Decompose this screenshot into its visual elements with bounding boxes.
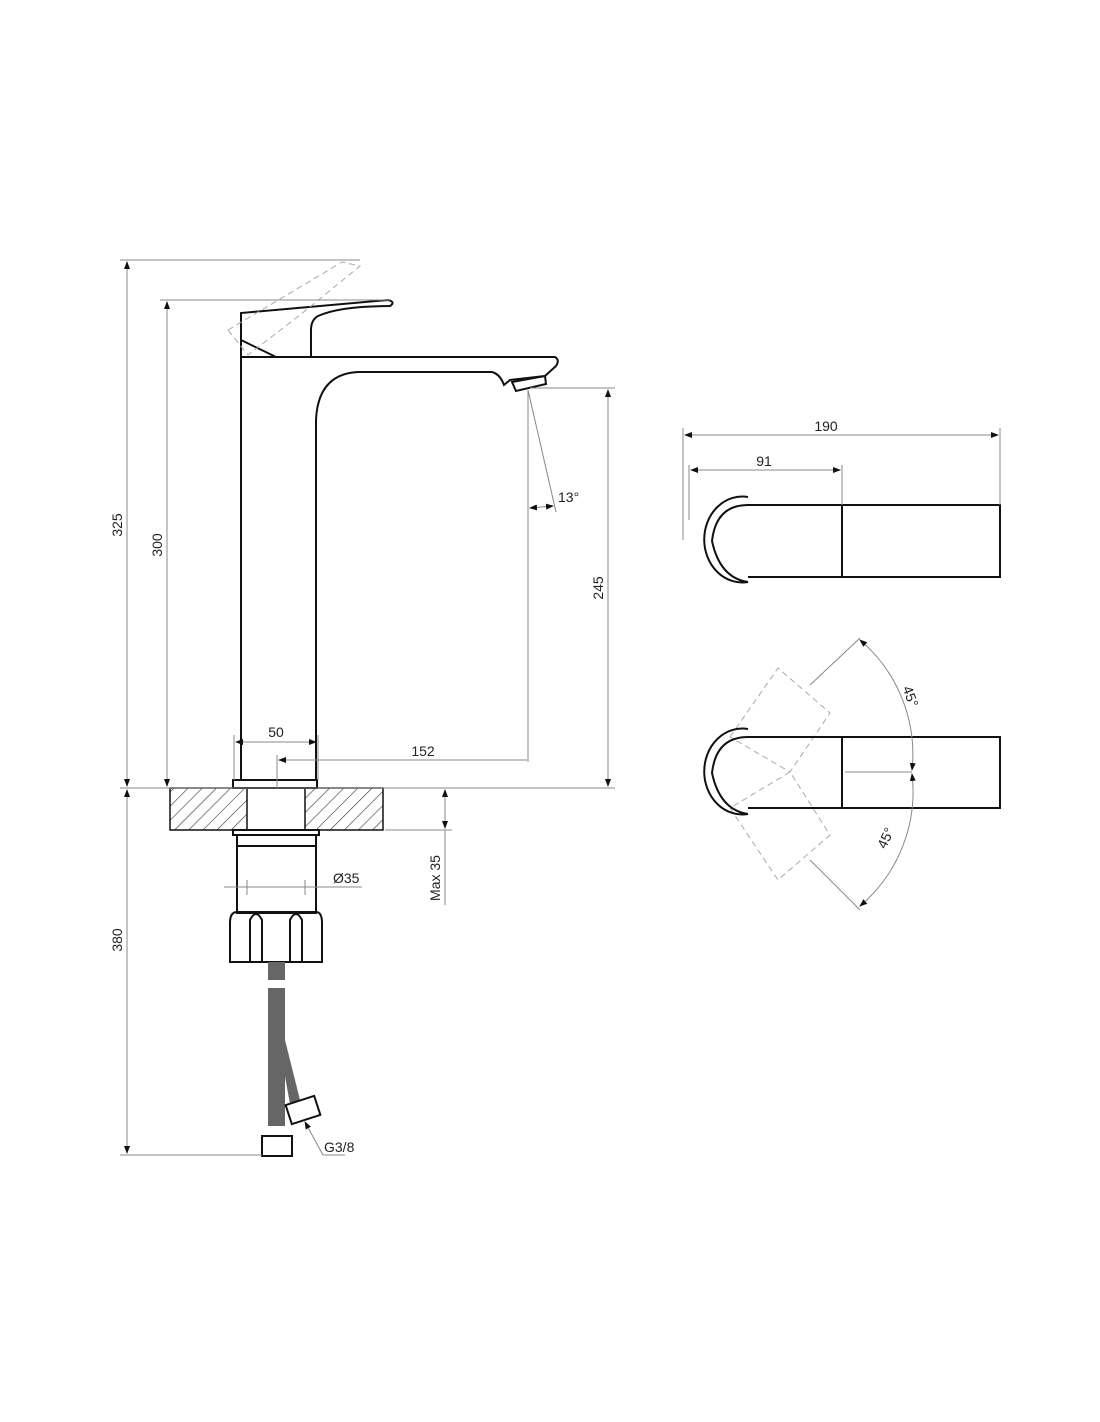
dim-rotation-down: 45° — [874, 825, 897, 851]
dimension-lines — [120, 259, 615, 1156]
dim-spout-angle: 13° — [558, 489, 579, 505]
dim-rotation-up: 45° — [900, 684, 922, 709]
dim-handle-length: 91 — [756, 453, 772, 469]
dim-max-counter-thickness: Max 35 — [427, 855, 443, 901]
supply-hoses — [261, 962, 322, 1157]
dim-hose-length: 380 — [109, 928, 125, 952]
dim-shank-diameter: Ø35 — [333, 870, 360, 886]
dim-hose-thread: G3/8 — [324, 1139, 355, 1155]
top-view: 190 91 — [682, 418, 1001, 584]
shank-and-nut — [229, 829, 323, 963]
dim-total-height: 325 — [109, 513, 125, 537]
dim-spout-reach: 152 — [411, 743, 435, 759]
countertop-section — [169, 787, 384, 831]
dim-spout-height: 245 — [590, 576, 606, 600]
side-view: 325 300 245 13° 50 152 Ø35 Max 35 380 G3… — [109, 259, 615, 1157]
faucet-body — [227, 261, 559, 789]
rotation-view: 45° 45° — [703, 637, 1001, 911]
dim-total-length: 190 — [814, 418, 838, 434]
dim-body-width: 50 — [268, 724, 284, 740]
dim-body-height: 300 — [149, 533, 165, 557]
